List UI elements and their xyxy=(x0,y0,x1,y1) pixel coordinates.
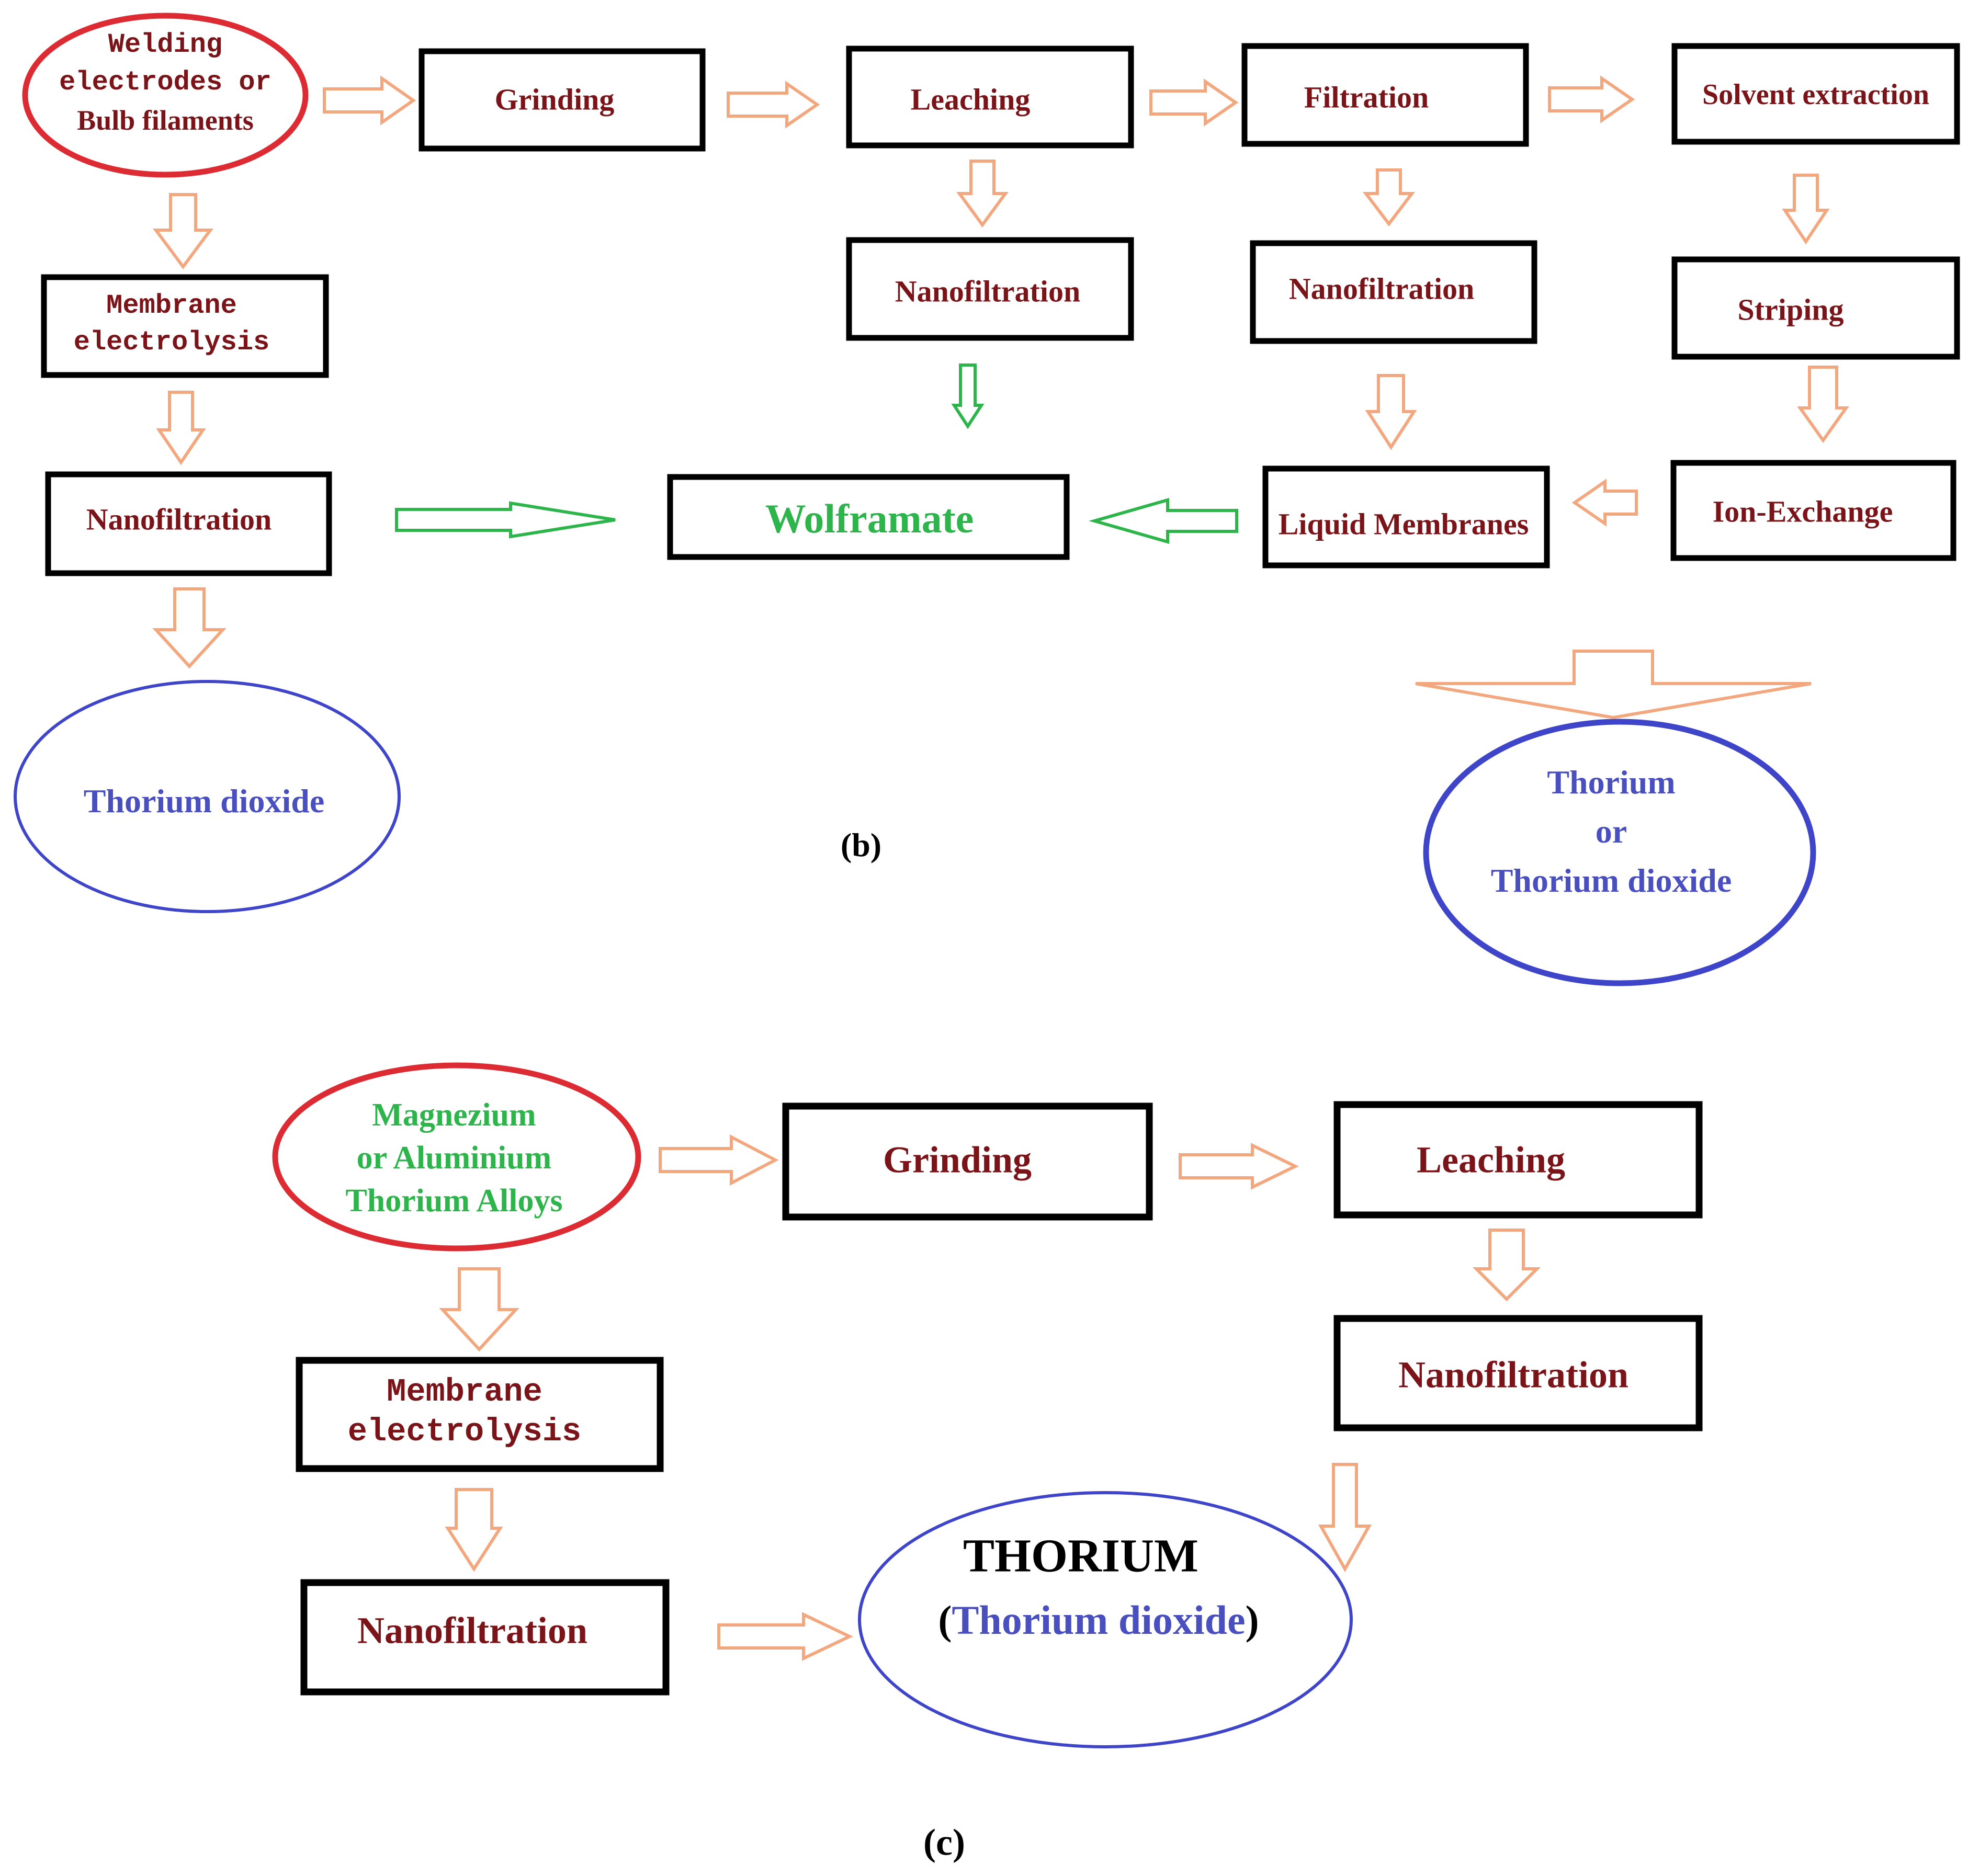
thorium-line-3-b: Thorium dioxide xyxy=(1490,862,1732,899)
source-ellipse-b xyxy=(22,13,309,178)
paren-open-c: ( xyxy=(938,1597,952,1643)
arrow-source-grinding-c xyxy=(659,1134,779,1186)
arrow-grinding-leaching-b xyxy=(727,81,820,129)
nanofiltration-filtration-label-b: Nanofiltration xyxy=(1288,271,1475,306)
source-line-1-b: Welding xyxy=(108,29,223,60)
wolframate-label-b: Wolframate xyxy=(765,496,974,541)
source-line-1-c: Magnezium xyxy=(372,1097,536,1133)
wolframate-box-b xyxy=(667,474,1070,560)
liquid-membranes-box-b xyxy=(1262,465,1550,569)
nanofiltration-left-label-b: Nanofiltration xyxy=(86,502,272,537)
arrow-source-membrane-b xyxy=(153,193,213,270)
source-line-3-c: Thorium Alloys xyxy=(345,1183,563,1219)
membrane-electrolysis-label-c: Membrane electrolysis xyxy=(348,1372,581,1452)
solvent-extraction-box-b xyxy=(1671,43,1960,145)
source-label-c: Magnezium or Aluminium Thorium Alloys xyxy=(345,1094,562,1222)
arrow-nanofiltration-wolframate-b xyxy=(951,363,985,429)
striping-box-b xyxy=(1671,256,1960,360)
arrow-membrane-nanofiltration-b xyxy=(156,391,206,465)
source-label-b: Welding electrodes or Bulb filaments xyxy=(59,26,272,139)
arrow-leaching-nanofiltration-b xyxy=(956,160,1009,228)
arrow-leaching-filtration-b xyxy=(1149,78,1239,127)
source-line-2-c: or Aluminium xyxy=(356,1140,552,1176)
arrow-nanofiltration-thorium-right-c xyxy=(1318,1463,1372,1573)
striping-label-b: Striping xyxy=(1737,292,1844,327)
leaching-box-b xyxy=(846,46,1134,149)
arrow-filtration-nanofiltration-b xyxy=(1362,168,1416,226)
source-line-3-b: Bulb filaments xyxy=(77,105,254,136)
arrow-big-down-b xyxy=(1415,650,1812,720)
arrow-membrane-nanofiltration-c xyxy=(445,1488,503,1572)
filtration-label-b: Filtration xyxy=(1304,80,1429,115)
membrane-line-1-b: Membrane xyxy=(106,290,237,321)
membrane-electrolysis-box-b xyxy=(41,274,329,378)
liquid-membranes-label-b: Liquid Membranes xyxy=(1278,507,1529,541)
nanofiltration-leaching-label-b: Nanofiltration xyxy=(895,274,1081,309)
leaching-box-c xyxy=(1333,1101,1703,1219)
membrane-electrolysis-box-c xyxy=(296,1357,664,1472)
arrow-nanofiltration-wolframate-left-b xyxy=(395,501,616,539)
arrow-ion-liquid-b xyxy=(1571,479,1638,527)
leaching-label-b: Leaching xyxy=(910,82,1031,117)
nanofiltration-leaching-box-b xyxy=(846,237,1134,341)
arrow-striping-ion-b xyxy=(1797,366,1849,444)
nanofiltration-left-box-c xyxy=(300,1579,670,1696)
grinding-label-b: Grinding xyxy=(494,82,615,117)
nanofiltration-right-label-c: Nanofiltration xyxy=(1398,1354,1628,1396)
arrow-grinding-leaching-c xyxy=(1179,1143,1299,1190)
thorium-label-c: THORIUM xyxy=(963,1530,1198,1582)
arrow-filtration-solvent-b xyxy=(1548,75,1635,123)
nanofiltration-left-label-c: Nanofiltration xyxy=(357,1609,587,1652)
grinding-box-b xyxy=(419,48,706,152)
grinding-label-c: Grinding xyxy=(883,1139,1032,1181)
nanofiltration-left-box-b xyxy=(45,471,332,576)
grinding-box-c xyxy=(782,1102,1153,1221)
thorium-dioxide-text-c: Thorium dioxide xyxy=(952,1597,1246,1643)
thorium-or-dioxide-ellipse-b xyxy=(1423,719,1816,986)
arrow-leaching-nanofiltration-c xyxy=(1472,1229,1541,1302)
caption-c: (c) xyxy=(923,1821,965,1863)
thorium-dioxide-ellipse-b xyxy=(14,680,401,913)
source-ellipse-c xyxy=(272,1062,641,1252)
caption-b: (b) xyxy=(840,826,882,863)
thorium-dioxide-label-b: Thorium dioxide xyxy=(83,782,325,820)
thorium-line-1-b: Thorium xyxy=(1547,764,1676,801)
arrow-source-membrane-c xyxy=(439,1267,519,1352)
arrow-nanofiltration-liquid-b xyxy=(1365,374,1417,450)
solvent-extraction-label-b: Solvent extraction xyxy=(1702,78,1929,111)
arrow-source-grinding-b xyxy=(323,75,416,126)
leaching-label-c: Leaching xyxy=(1416,1139,1566,1181)
membrane-line-2-c: electrolysis xyxy=(347,1413,582,1450)
arrow-liquid-wolframate-b xyxy=(1089,498,1238,544)
ion-exchange-box-b xyxy=(1670,460,1956,561)
nanofiltration-filtration-box-b xyxy=(1250,240,1537,344)
source-line-2-b: electrodes or xyxy=(59,67,272,98)
thorium-dioxide-label-c: (Thorium dioxide) xyxy=(938,1597,1259,1644)
arrow-solvent-striping-b xyxy=(1782,174,1830,245)
filtration-box-b xyxy=(1241,43,1529,147)
paren-close-c: ) xyxy=(1245,1597,1259,1643)
thorium-ellipse-c xyxy=(858,1491,1353,1748)
thorium-or-dioxide-label-b: Thorium or Thorium dioxide xyxy=(1491,758,1732,905)
arrow-nanofiltration-thoriumdioxide-b xyxy=(152,587,227,669)
thorium-line-2-b: or xyxy=(1595,813,1627,850)
ion-exchange-label-b: Ion-Exchange xyxy=(1712,494,1893,529)
arrow-nanofiltration-thorium-c xyxy=(717,1612,853,1661)
membrane-line-1-c: Membrane xyxy=(387,1373,542,1411)
membrane-line-2-b: electrolysis xyxy=(73,327,270,358)
nanofiltration-right-box-c xyxy=(1333,1315,1703,1431)
arrow-layer xyxy=(152,75,1849,1661)
membrane-electrolysis-label-b: Membrane electrolysis xyxy=(74,288,269,361)
